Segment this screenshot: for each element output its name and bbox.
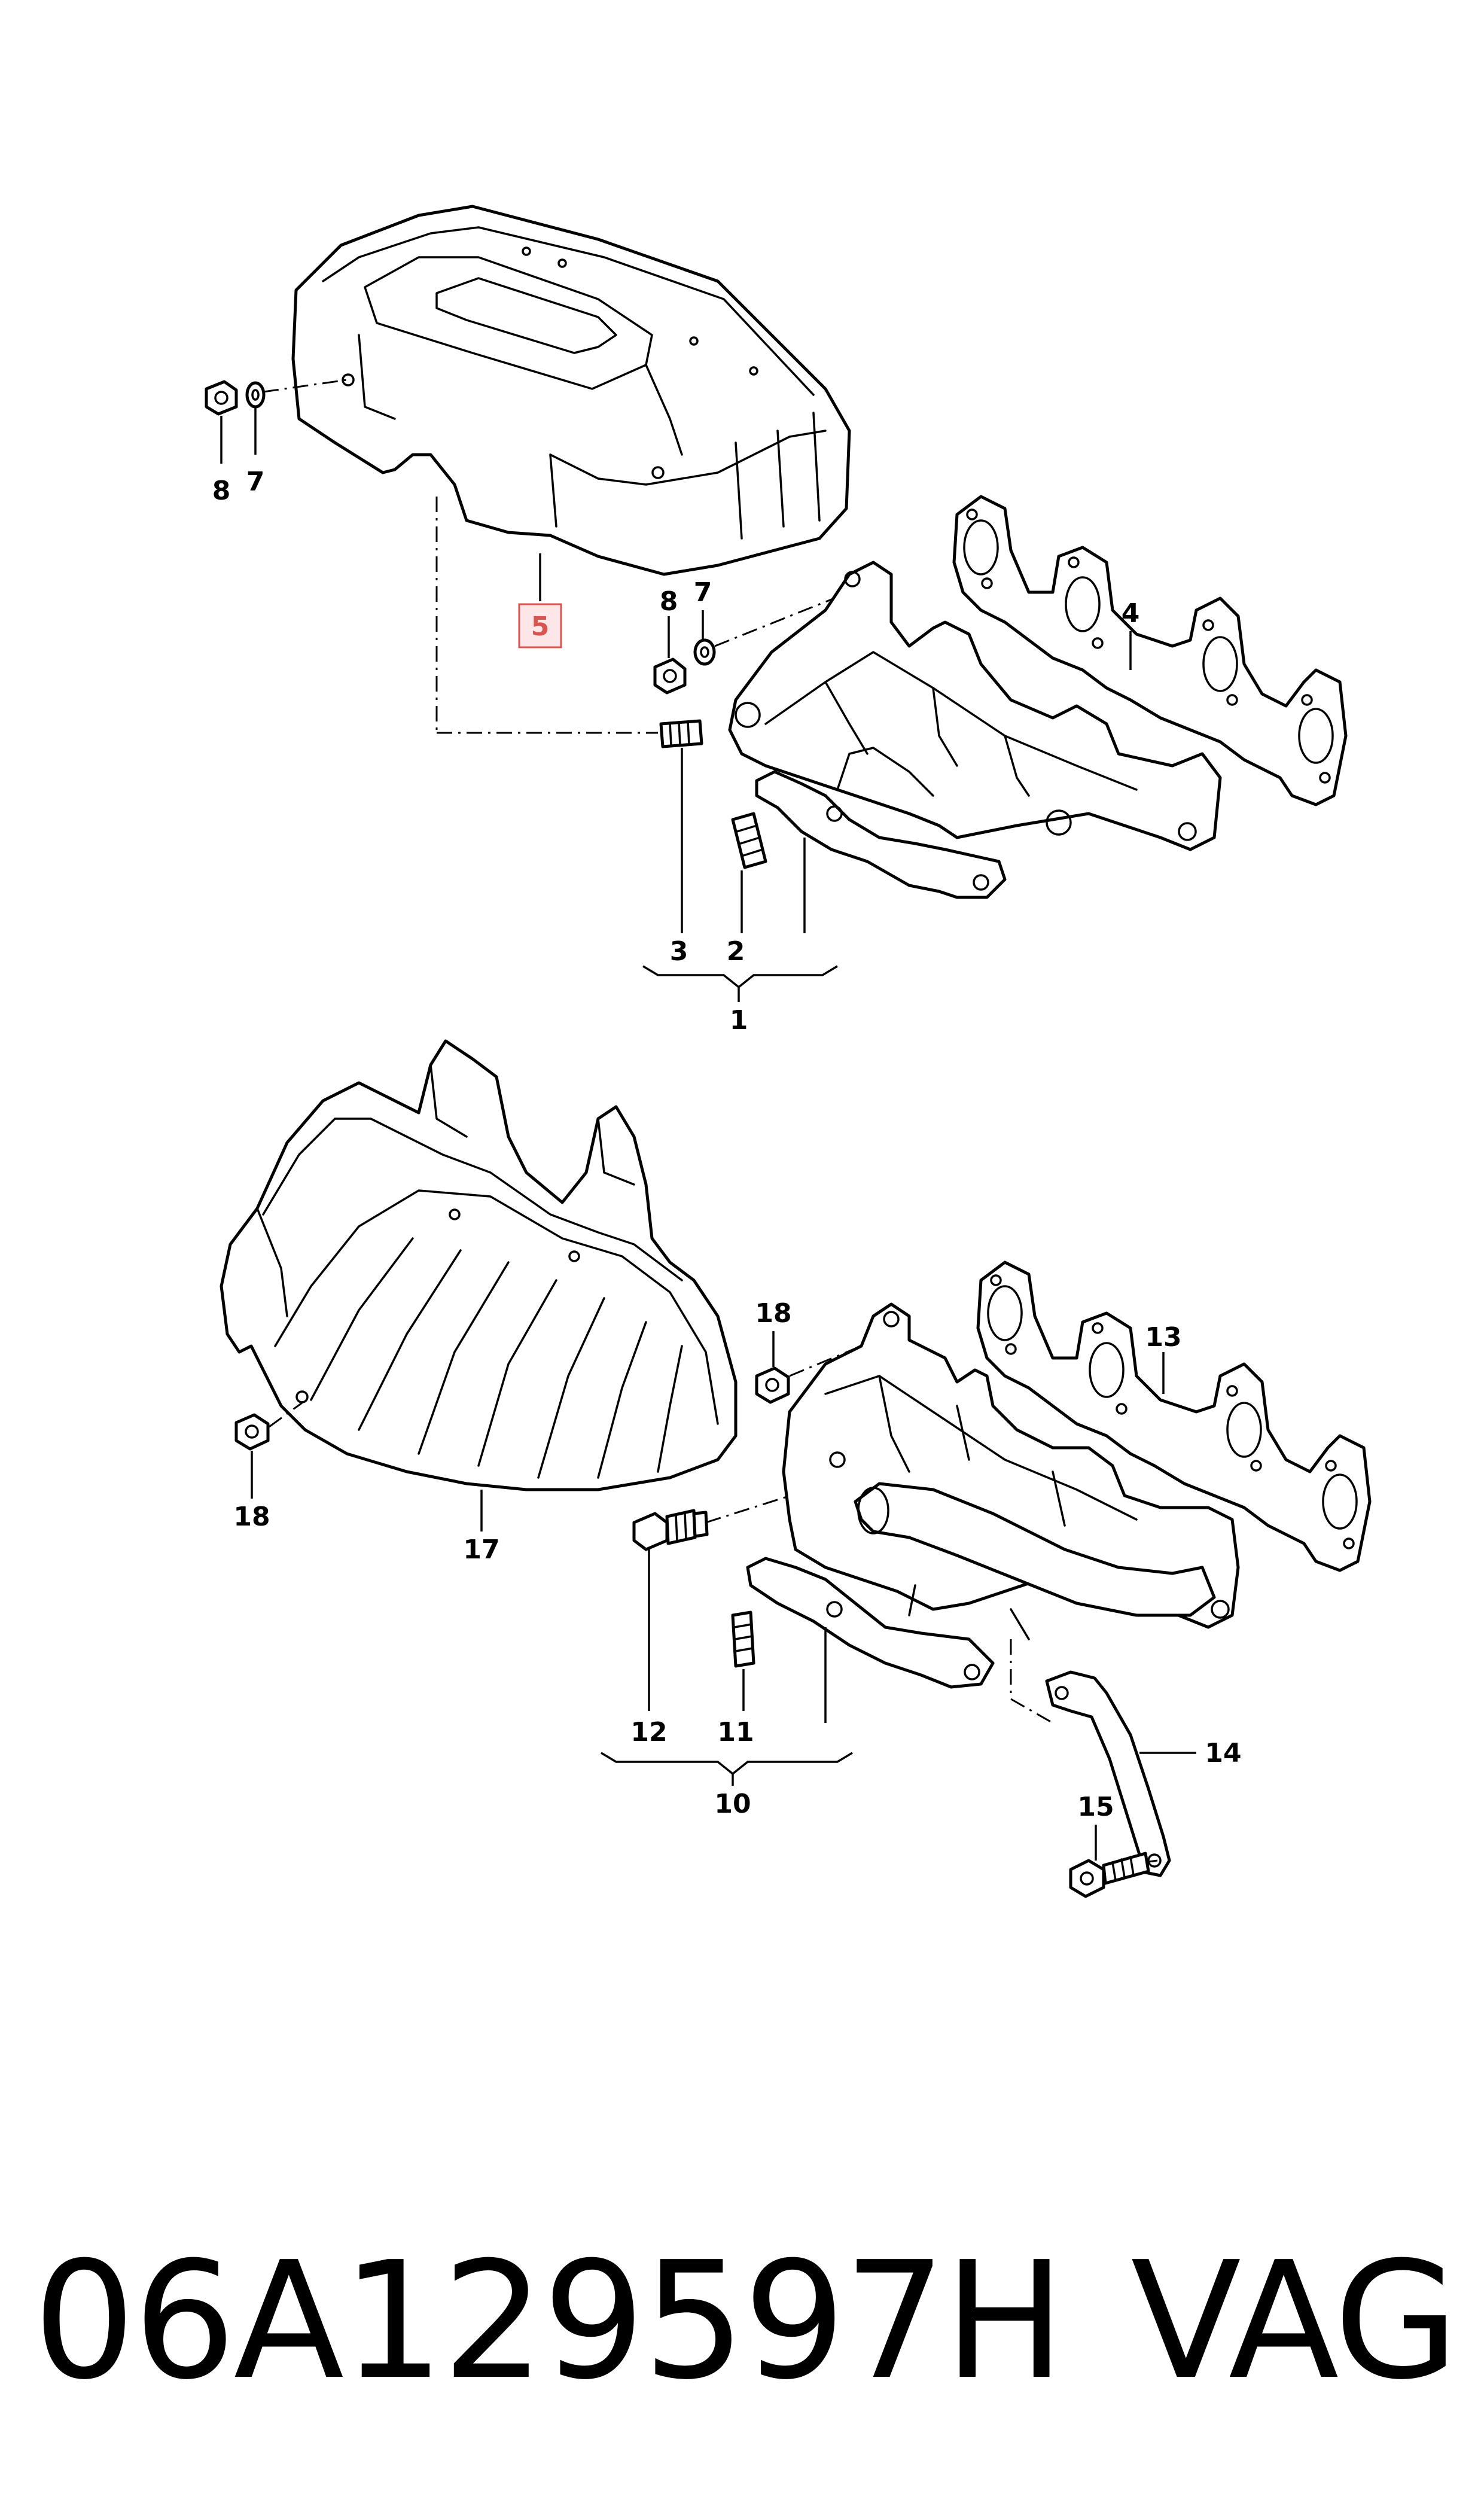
callout-7-upper-center: 7	[694, 577, 712, 608]
callout-13: 13	[1145, 1322, 1181, 1353]
gasket-lower	[976, 1260, 1372, 1572]
footer: 06A129597H VAG	[33, 2227, 1459, 2415]
callout-10: 10	[714, 1789, 751, 1819]
bracket-part-14	[1045, 1670, 1171, 1877]
sensor-plug-part-12	[632, 1509, 709, 1551]
callout-5-highlight-box	[518, 603, 562, 648]
callout-2: 2	[727, 936, 745, 967]
callout-18-lower-center: 18	[755, 1298, 791, 1329]
washer-upper-center	[693, 638, 716, 666]
nut-lower-center	[755, 1366, 790, 1404]
brand-name: VAG	[1130, 2227, 1459, 2415]
part-number: 06A129597H	[33, 2227, 1065, 2415]
callout-18-lower-left: 18	[233, 1502, 270, 1532]
stud-part-11	[731, 1610, 755, 1668]
callout-4: 4	[1122, 598, 1140, 629]
callout-15: 15	[1077, 1792, 1114, 1822]
bolt-part-15	[1069, 1852, 1150, 1898]
nut-lower-left	[234, 1413, 270, 1451]
callout-12: 12	[630, 1717, 667, 1747]
callout-5: 5	[531, 611, 550, 642]
gasket-upper	[952, 495, 1348, 806]
callout-3: 3	[670, 936, 688, 967]
stud-part-2	[731, 812, 767, 869]
heat-shield-upper	[291, 205, 851, 576]
callout-7-upper-left: 7	[246, 467, 265, 497]
heat-shield-lower	[220, 1039, 738, 1491]
callout-1: 1	[730, 1005, 748, 1036]
stud-part-3	[659, 719, 703, 748]
washer-upper-left	[245, 381, 266, 409]
nut-upper-left	[205, 380, 238, 416]
callout-11: 11	[717, 1717, 754, 1747]
exhaust-manifold-upper	[728, 561, 1222, 899]
exhaust-manifold-lower	[746, 1302, 1240, 1689]
callout-17: 17	[463, 1534, 499, 1565]
nut-upper-center	[653, 657, 687, 695]
callout-8-upper-left: 8	[212, 476, 231, 506]
callout-8-upper-center: 8	[660, 586, 678, 617]
callout-14: 14	[1205, 1738, 1241, 1768]
